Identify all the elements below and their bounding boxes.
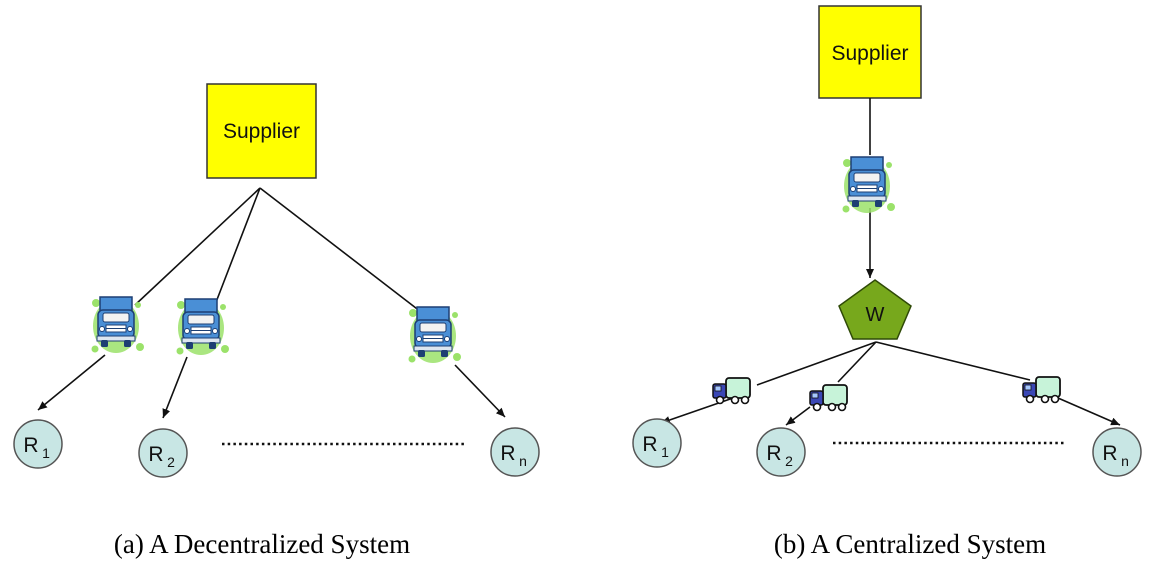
svg-text:1: 1 [661,444,669,460]
svg-text:n: n [1121,453,1129,469]
edges-b [660,98,1121,426]
svg-text:R: R [766,442,781,465]
svg-text:R: R [23,434,38,457]
retailer-node-b-2: R 2 [756,427,806,477]
retailer-node-a-2: R 2 [138,428,188,478]
retailer-node-a-1: R 1 [13,419,63,469]
svg-text:2: 2 [167,454,175,470]
small-truck-icon [712,377,751,405]
panel-b-centralized: Supplier W R 1 [632,5,1142,559]
warehouse-label: W [866,304,885,326]
retailer-node-a-n: R n [490,427,540,477]
retailer-node-b-1: R 1 [632,418,682,468]
svg-text:R: R [1102,442,1117,465]
delivery-truck-icon [407,306,462,364]
svg-text:1: 1 [42,445,50,461]
warehouse-node: W [838,279,912,340]
supplier-label-a: Supplier [223,120,300,143]
svg-text:R: R [642,433,657,456]
svg-text:R: R [500,442,515,465]
small-truck-icon [1022,376,1061,404]
svg-text:n: n [519,453,527,469]
supplier-node-b: Supplier [818,5,922,99]
edges-a [37,187,506,419]
svg-text:R: R [148,443,163,466]
panel-a-decentralized: Supplier R 1 R 2 R n [13,83,540,559]
delivery-truck-icon [841,156,896,214]
caption-a: (a) A Decentralized System [114,529,410,559]
supplier-node-a: Supplier [206,83,317,179]
retailer-node-b-n: R n [1092,427,1142,477]
svg-text:2: 2 [785,453,793,469]
delivery-truck-icon [175,298,230,356]
supplier-label-b: Supplier [831,42,908,65]
delivery-truck-icon [90,296,145,354]
caption-b: (b) A Centralized System [774,529,1046,559]
small-truck-icon [809,384,848,412]
